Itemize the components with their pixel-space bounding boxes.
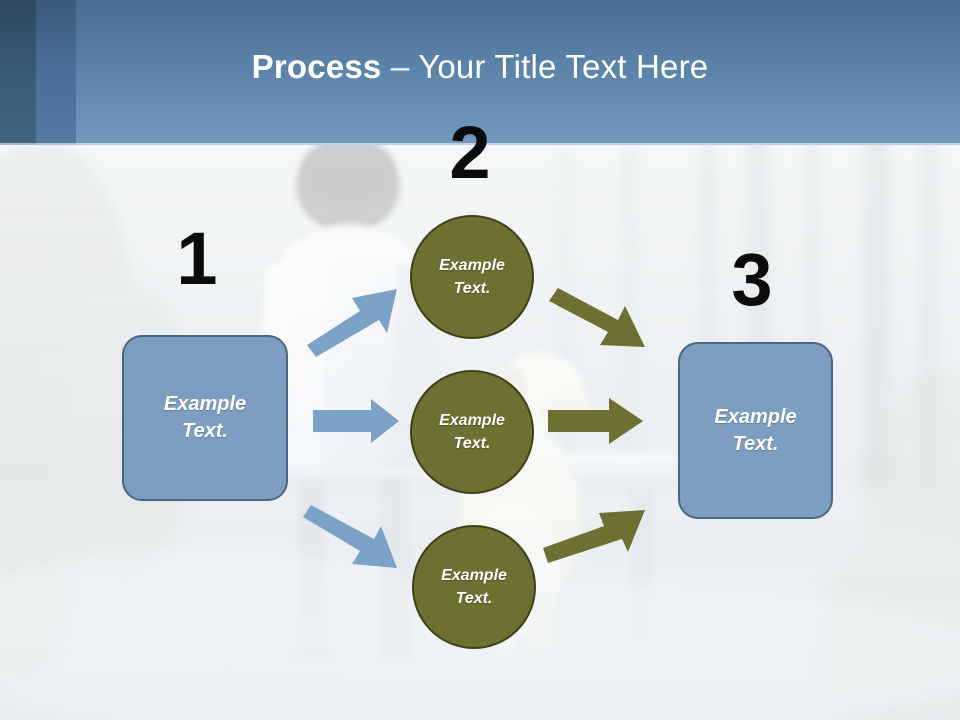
start-box[interactable]: Example Text. <box>122 335 288 501</box>
page-title-bold: Process <box>251 48 382 85</box>
page-title: Process – Your Title Text Here <box>0 47 960 87</box>
header-bar <box>0 0 960 145</box>
page-title-regular: Your Title Text Here <box>418 48 709 85</box>
header-underline <box>0 143 960 145</box>
step-number-3: 3 <box>731 238 773 321</box>
page-title-separator: – <box>381 48 419 85</box>
process-circle-3[interactable]: Example Text. <box>412 525 536 649</box>
start-box-label: Example Text. <box>163 393 247 442</box>
header-band-left <box>0 0 36 145</box>
header-band-main <box>0 0 960 145</box>
process-circle-2[interactable]: Example Text. <box>410 370 534 494</box>
process-circle-1[interactable]: Example Text. <box>410 215 534 339</box>
process-circle-1-label: Example Text. <box>439 257 505 297</box>
end-box-label: Example Text. <box>714 405 797 455</box>
step-number-2: 2 <box>449 111 491 194</box>
process-circle-2-label: Example Text. <box>439 412 505 452</box>
end-box[interactable]: Example Text. <box>678 342 833 519</box>
step-number-1: 1 <box>176 217 218 300</box>
process-circle-3-label: Example Text. <box>441 567 507 607</box>
